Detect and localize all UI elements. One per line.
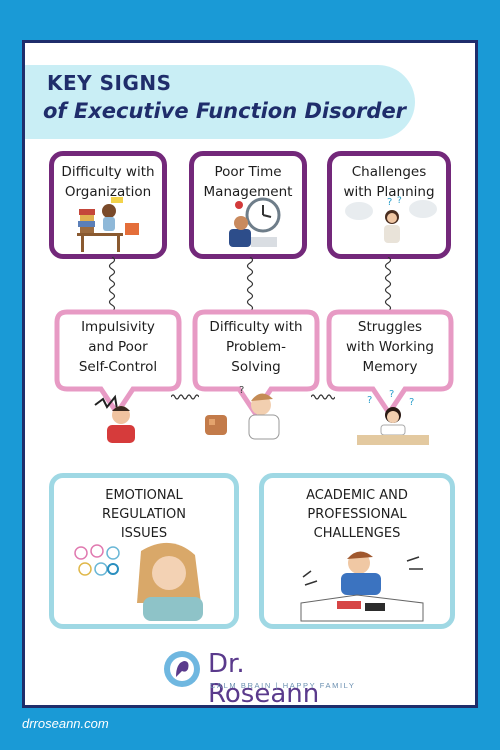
sign-label: Poor Time Management (194, 156, 302, 202)
sign-line: Organization (64, 184, 152, 200)
connector-coil (246, 257, 254, 311)
sign-line: ISSUES (120, 526, 168, 541)
sign-line: Impulsivity (81, 319, 155, 335)
sign-working-memory: Struggles with Working Memory (325, 317, 455, 377)
svg-text:?: ? (389, 389, 394, 400)
sign-line: PROFESSIONAL (307, 507, 407, 522)
sign-line: Problem- (225, 339, 287, 355)
stressed-woman-illustration (74, 542, 203, 621)
brand-tagline: CALM BRAIN | HAPPY FAMILY (210, 681, 356, 690)
svg-text:?: ? (367, 395, 372, 406)
sign-line: Challenges (351, 164, 427, 180)
sign-label: Challenges with Planning (332, 156, 446, 202)
sign-problem-solving: Difficulty with Problem- Solving (191, 317, 321, 377)
connector-coil (108, 257, 116, 311)
sign-line: Memory (362, 359, 418, 375)
svg-text:?: ? (397, 196, 402, 206)
confused-student-illustration: ? ? ? (357, 389, 429, 445)
infographic-card: KEY SIGNS of Executive Function Disorder… (22, 40, 478, 709)
planning-illustration: ? ? (345, 196, 437, 243)
connector-coil (311, 394, 335, 400)
sign-line: CHALLENGES (313, 526, 401, 541)
svg-text:?: ? (387, 197, 392, 208)
sign-label: Difficulty with Organization (54, 156, 162, 202)
title-banner (25, 65, 415, 139)
sign-line: with Working (346, 339, 434, 355)
sign-line: with Planning (343, 184, 435, 200)
sign-line: REGULATION (102, 507, 186, 522)
angry-person-illustration (94, 394, 135, 443)
connector-coil (171, 394, 199, 400)
sign-line: Difficulty with (209, 319, 303, 335)
puzzled-person-illustration: ? (205, 385, 280, 440)
organization-illustration (77, 197, 139, 252)
sign-line: Solving (231, 359, 281, 375)
sign-label: ACADEMIC AND PROFESSIONAL CHALLENGES (264, 478, 450, 543)
sign-line: ACADEMIC AND (306, 488, 408, 503)
brand-logo: Dr. Roseann CALM BRAIN | HAPPY FAMILY (162, 649, 362, 709)
website-url[interactable]: drroseann.com (22, 716, 109, 731)
page-title: KEY SIGNS (47, 71, 172, 95)
sign-line: EMOTIONAL (105, 488, 183, 503)
brand-name: Dr. Roseann (208, 649, 320, 709)
brand-logo-icon (164, 651, 200, 687)
clock-illustration (229, 197, 281, 247)
svg-text:?: ? (239, 385, 244, 396)
overwhelmed-student-illustration (300, 551, 424, 622)
sign-line: and Poor (88, 339, 148, 355)
page-subtitle: of Executive Function Disorder (43, 99, 407, 123)
sign-impulsivity: Impulsivity and Poor Self-Control (53, 317, 183, 377)
sign-label: EMOTIONAL REGULATION ISSUES (54, 478, 234, 543)
sign-line: Poor Time (214, 164, 282, 180)
sign-line: Difficulty with (61, 164, 155, 180)
sign-line: Struggles (357, 319, 423, 335)
sign-line: Management (203, 184, 293, 200)
bubble-shape (54, 309, 182, 418)
sign-line: Self-Control (78, 359, 158, 375)
svg-text:?: ? (409, 397, 414, 408)
connector-coil (384, 257, 392, 311)
bubble-shape (326, 309, 454, 418)
